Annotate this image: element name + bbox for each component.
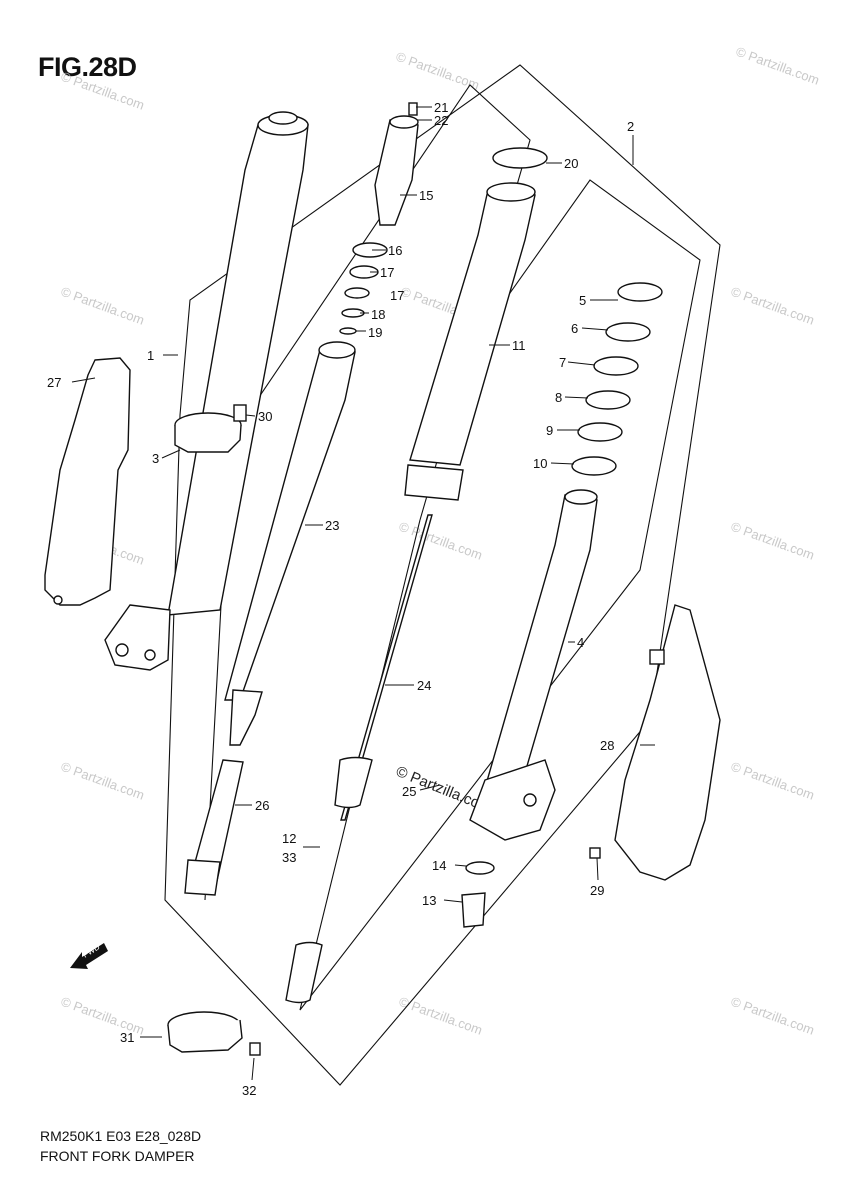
callout-32: 32 <box>242 1083 256 1098</box>
spring-upper-12 <box>334 756 373 809</box>
callout-12: 12 <box>282 831 296 846</box>
callout-labels: 1 2 3 4 5 6 7 8 9 10 11 12 13 14 15 16 1… <box>47 100 634 1098</box>
outer-tube-lower-4 <box>469 489 598 841</box>
callout-21: 21 <box>434 100 448 115</box>
callout-23: 23 <box>325 518 339 533</box>
callout-20: 20 <box>564 156 578 171</box>
leader-lines <box>71 106 655 1081</box>
fork-guard-right <box>614 604 721 881</box>
callout-19: 19 <box>368 325 382 340</box>
watermark: © Partzilla.com <box>729 519 816 563</box>
callout-28: 28 <box>600 738 614 753</box>
damper-rod-assembly-15 <box>374 102 419 226</box>
watermark: © Partzilla.com <box>729 994 816 1038</box>
callout-16: 16 <box>388 243 402 258</box>
watermark: © Partzilla.com <box>59 284 146 328</box>
callout-3: 3 <box>152 451 159 466</box>
adjuster-13 <box>461 892 486 928</box>
inner-tube-11 <box>404 182 536 501</box>
callout-30: 30 <box>258 409 272 424</box>
figure-name: FRONT FORK DAMPER <box>40 1148 195 1164</box>
model-code: RM250K1 E03 E28_028D <box>40 1128 202 1144</box>
callout-5: 5 <box>579 293 586 308</box>
callout-13: 13 <box>422 893 436 908</box>
callout-1: 1 <box>147 348 154 363</box>
inner-outline-right <box>299 179 701 1011</box>
callout-27: 27 <box>47 375 61 390</box>
clamp-lower-31 <box>167 1011 243 1053</box>
watermark: © Partzilla.com <box>59 759 146 803</box>
watermark: © Partzilla.com <box>729 759 816 803</box>
clamp-upper-30 <box>174 404 247 453</box>
callout-4: 4 <box>577 635 584 650</box>
damper-cylinder-23 <box>224 341 356 746</box>
callout-25: 25 <box>402 784 416 799</box>
callout-24: 24 <box>417 678 431 693</box>
o-ring-14 <box>465 861 495 875</box>
watermark: © Partzilla.com <box>729 284 816 328</box>
callout-6: 6 <box>571 321 578 336</box>
outer-tube-left <box>104 111 309 671</box>
callout-31: 31 <box>120 1030 134 1045</box>
o-ring-20 <box>492 147 548 169</box>
callout-14: 14 <box>432 858 446 873</box>
callout-26: 26 <box>255 798 269 813</box>
callout-10: 10 <box>533 456 547 471</box>
watermark: © Partzilla.com <box>734 44 821 88</box>
callout-22: 22 <box>434 113 448 128</box>
damper-rod-24 <box>340 514 433 821</box>
callout-18: 18 <box>371 307 385 322</box>
watermark: © Partzilla.com <box>394 49 481 93</box>
figure-title: FIG.28D <box>38 52 137 82</box>
callout-33: 33 <box>282 850 296 865</box>
rings-16-19 <box>339 242 388 335</box>
callout-17b: 17 <box>390 288 404 303</box>
bushings-5-10 <box>571 282 663 476</box>
callout-29: 29 <box>590 883 604 898</box>
bolt-29 <box>589 847 601 859</box>
callout-11: 11 <box>512 338 526 353</box>
callout-9: 9 <box>546 423 553 438</box>
fork-guard-left <box>44 357 131 606</box>
watermark: © Partzilla.com <box>59 69 146 113</box>
watermark: © Partzilla.com <box>397 519 484 563</box>
bolt-32 <box>249 1042 261 1056</box>
callout-8: 8 <box>555 390 562 405</box>
cylinder-26 <box>184 759 244 896</box>
watermark-layer: © Partzilla.com © Partzilla.com © Partzi… <box>59 44 821 1038</box>
callout-15: 15 <box>419 188 433 203</box>
watermark: © Partzilla.com <box>397 994 484 1038</box>
callout-17a: 17 <box>380 265 394 280</box>
spring-lower-12 <box>285 941 323 1004</box>
callout-2: 2 <box>627 119 634 134</box>
callout-7: 7 <box>559 355 566 370</box>
forward-direction-arrow: FWD <box>70 942 108 969</box>
